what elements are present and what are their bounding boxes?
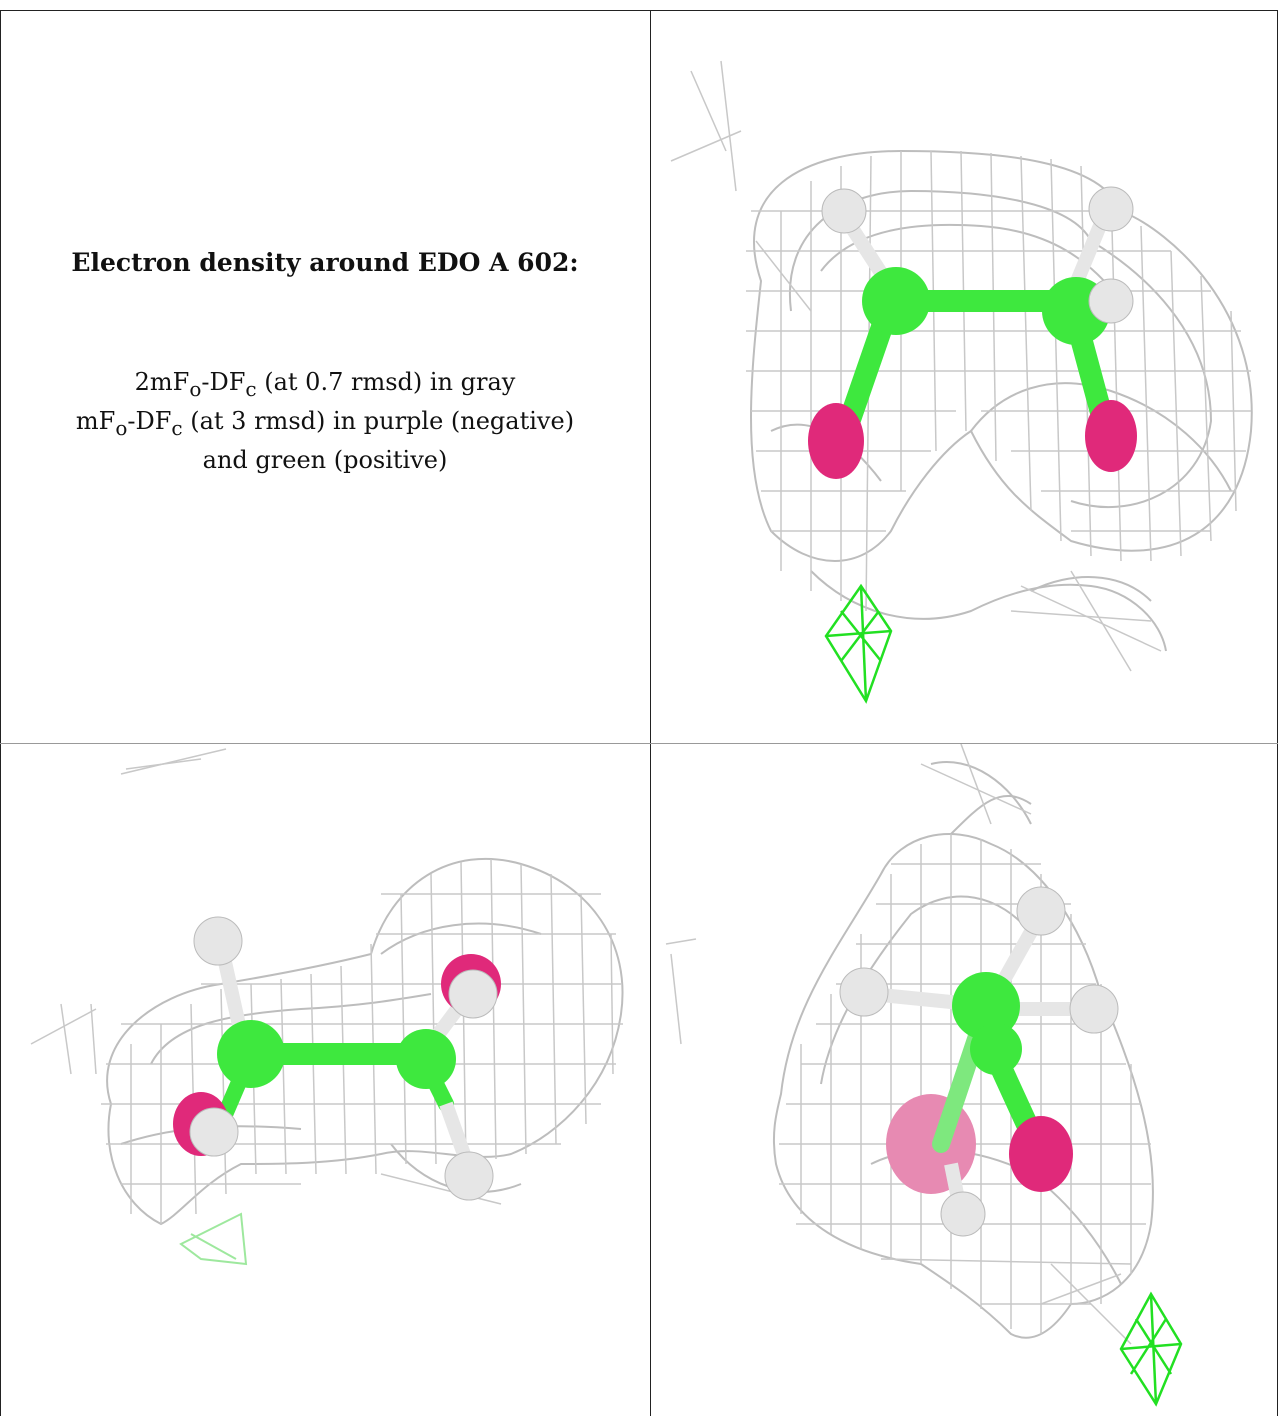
mesh-2fofc	[106, 857, 624, 1226]
density-panel-bottom-right	[651, 744, 1277, 1416]
grid-center-divider	[650, 10, 651, 1416]
grid-middle-divider	[0, 743, 1278, 744]
molecule-model	[839, 886, 1119, 1237]
molecule-mesh-view-2	[30, 748, 624, 1266]
figure-title: Electron density around EDO A 602:	[71, 248, 579, 277]
mesh-grid-lines	[670, 60, 1251, 672]
density-panel-bottom-left	[1, 744, 650, 1416]
density-panel-top-right	[651, 11, 1277, 743]
mesh-grid-lines	[30, 748, 623, 1224]
legend-text: 2mFo-DFc (at 0.7 rmsd) in gray mFo-DFc (…	[0, 366, 650, 476]
molecule-model	[808, 186, 1137, 479]
molecule-mesh-view-3	[665, 744, 1183, 1407]
legend-line-2fofc: 2mFo-DFc (at 0.7 rmsd) in gray	[134, 368, 516, 401]
legend-line-positive: and green (positive)	[202, 445, 448, 474]
molecule-model	[173, 916, 501, 1201]
positive-density-mesh	[179, 1212, 248, 1266]
legend-line-fofc: mFo-DFc (at 3 rmsd) in purple (negative)	[75, 406, 575, 440]
mesh-grid-lines	[665, 744, 1151, 1345]
grid-left-border	[0, 10, 1, 1416]
caption-cell: Electron density around EDO A 602: 2mFo-…	[0, 10, 650, 743]
molecule-mesh-view-1	[670, 60, 1253, 704]
positive-density-mesh	[1119, 1291, 1183, 1407]
grid-top-border	[0, 10, 1278, 11]
positive-density-mesh	[824, 583, 893, 704]
